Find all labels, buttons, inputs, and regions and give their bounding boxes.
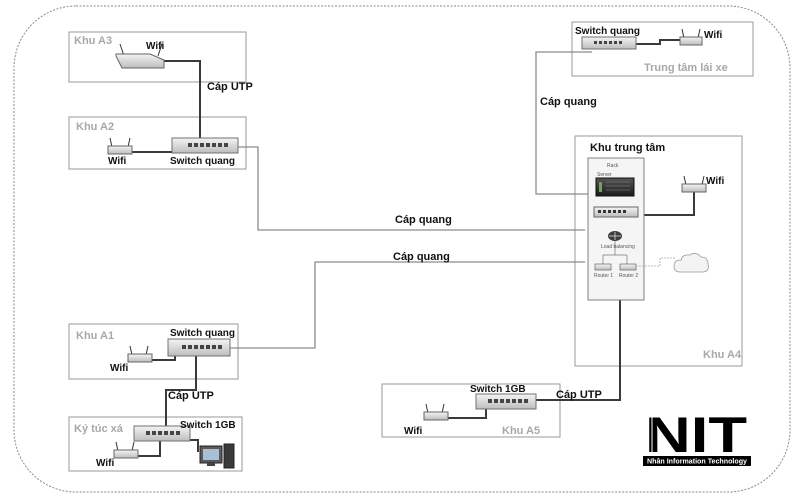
load-balancer-label: Load balancing xyxy=(601,244,635,250)
wifi-label-dorm: Wifi xyxy=(96,458,114,469)
wifi-label-a5: Wifi xyxy=(404,426,422,437)
zone-driving-label: Trung tâm lái xe xyxy=(644,62,728,74)
core-switch-icon xyxy=(593,206,639,218)
cable-center-wifi xyxy=(640,192,695,216)
cable-driving-switch-wifi xyxy=(636,39,680,45)
cable-a1-center xyxy=(230,261,585,349)
wifi-icon-a3 xyxy=(115,43,165,69)
switch-label-driving: Switch quang xyxy=(575,26,640,37)
switch-fiber-icon-a2 xyxy=(171,137,239,154)
cloud-link xyxy=(636,257,676,267)
load-balancer-icon xyxy=(608,231,622,241)
switch-label-a5: Switch 1GB xyxy=(470,384,526,395)
zone-a4-label: Khu A4 xyxy=(703,349,742,361)
wifi-label-a3: Wifi xyxy=(146,41,164,52)
campus-boundary xyxy=(13,5,791,493)
cable-a1-dorm xyxy=(165,356,197,432)
nit-logo-letters: NIT xyxy=(645,407,747,463)
router-1-icon xyxy=(594,263,612,271)
cable-center-a5 xyxy=(536,299,621,401)
zone-a5-box xyxy=(381,383,561,438)
zone-center-title: Khu trung tâm xyxy=(590,142,665,154)
link-label-utp-a5: Cáp UTP xyxy=(556,389,602,401)
switch-label-a2: Switch quang xyxy=(170,156,235,167)
router-2-icon xyxy=(619,263,637,271)
zone-a3-label: Khu A3 xyxy=(74,35,112,47)
wifi-icon-center xyxy=(681,175,707,193)
link-label-fiber-a2: Cáp quang xyxy=(395,214,452,226)
zone-a1-label: Khu A1 xyxy=(76,330,114,342)
wifi-label-driving: Wifi xyxy=(704,30,722,41)
wifi-icon-a5 xyxy=(423,403,449,421)
cable-a5-wifi xyxy=(446,406,487,419)
rack-title: Rack xyxy=(607,163,619,169)
router-2-label: Router 2 xyxy=(619,273,638,279)
desktop-computer-icon xyxy=(199,443,235,469)
server-icon xyxy=(595,177,635,197)
switch-label-dorm: Switch 1GB xyxy=(180,420,236,431)
wifi-icon-a1 xyxy=(127,345,153,363)
wifi-label-a1: Wifi xyxy=(110,363,128,374)
zone-a2-label: Khu A2 xyxy=(76,121,114,133)
link-label-utp-dorm: Cáp UTP xyxy=(168,390,214,402)
cable-a3-a2 xyxy=(150,60,201,140)
cable-a2-center xyxy=(238,146,585,231)
router-1-label: Router 1 xyxy=(594,273,613,279)
wifi-label-center: Wifi xyxy=(706,176,724,187)
switch-1gb-icon-a5 xyxy=(475,393,537,410)
link-label-fiber-a1: Cáp quang xyxy=(393,251,450,263)
rack-server-label: Server xyxy=(597,172,612,178)
wifi-label-a2: Wifi xyxy=(108,156,126,167)
wifi-icon-a2 xyxy=(107,137,133,155)
wifi-icon-driving xyxy=(679,28,703,46)
switch-fiber-icon-a1 xyxy=(167,338,231,357)
switch-label-a1: Switch quang xyxy=(170,328,235,339)
switch-fiber-icon-driving xyxy=(581,36,637,50)
switch-1gb-icon-dorm xyxy=(133,425,191,442)
wifi-icon-dorm xyxy=(113,441,139,459)
internet-cloud-icon xyxy=(673,253,709,273)
zone-a5-label: Khu A5 xyxy=(502,425,540,437)
link-label-fiber-driving: Cáp quang xyxy=(540,96,597,108)
nit-logo-tagline: Nhân Information Technology xyxy=(647,459,747,466)
link-label-utp-a3: Cáp UTP xyxy=(207,81,253,93)
rack: Rack Server Load balancing xyxy=(587,157,645,301)
cable-driving-center xyxy=(535,51,592,195)
cable-dorm-wifi xyxy=(134,440,161,457)
nit-logo: NIT Nhân Information Technology xyxy=(641,394,753,466)
zone-dorm-label: Ký túc xá xyxy=(74,423,124,435)
